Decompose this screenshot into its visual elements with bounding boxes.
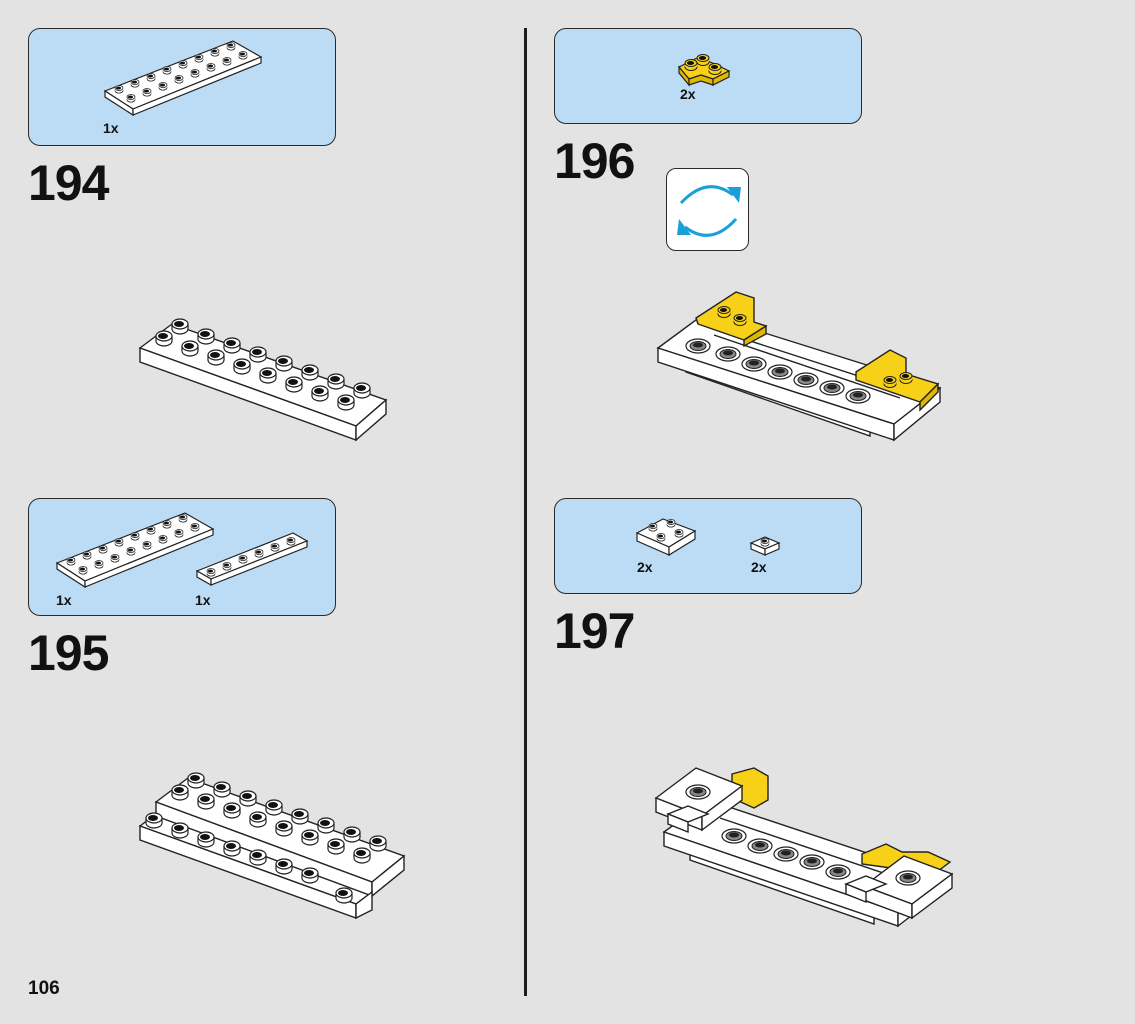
page-divider	[524, 28, 527, 996]
parts-box-194: 1x	[28, 28, 336, 146]
step-number: 194	[28, 155, 109, 211]
rotate-arrows-icon	[677, 185, 741, 237]
step-number: 197	[554, 603, 635, 659]
page-number: 106	[28, 978, 60, 999]
white-plate-1x6-part-icon	[195, 532, 309, 587]
yellow-corner-plate-part-icon	[678, 54, 731, 87]
part-qty: 2x	[751, 559, 767, 575]
rotate-model-callout	[666, 168, 749, 251]
step-number: 195	[28, 625, 109, 681]
part-qty: 1x	[103, 120, 119, 136]
parts-box-195: 1x 1x	[28, 498, 336, 616]
white-plate-2x2-part-icon	[635, 518, 697, 557]
step-197-model-illustration	[654, 767, 954, 928]
part-qty: 2x	[680, 86, 696, 102]
white-plate-2x8-part-icon	[103, 40, 263, 117]
part-qty: 1x	[56, 592, 72, 608]
part-qty: 2x	[637, 559, 653, 575]
parts-box-197: 2x 2x	[554, 498, 862, 594]
step-number: 196	[554, 133, 635, 189]
part-qty: 1x	[195, 592, 211, 608]
step-196-model-illustration	[656, 291, 942, 442]
step-195-model-illustration	[138, 772, 406, 920]
white-plate-2x8-part-icon	[55, 512, 215, 589]
parts-box-196: 2x	[554, 28, 862, 124]
step-194-model-illustration	[138, 318, 388, 442]
white-plate-1x1-part-icon	[749, 536, 781, 556]
